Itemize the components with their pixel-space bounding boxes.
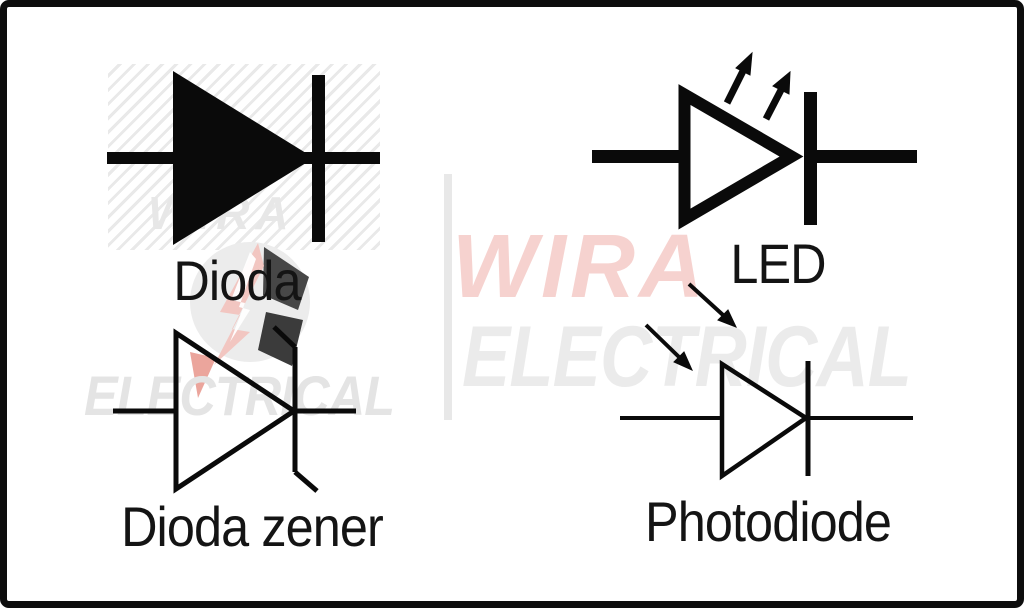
label-dioda: Dioda (173, 249, 301, 312)
photodiode-symbol (620, 282, 913, 481)
label-dioda-zener: Dioda zener (121, 495, 384, 558)
led-anode-triangle (678, 84, 804, 230)
watermark-wira-right: WIRA (452, 217, 708, 317)
diode-anode-triangle (173, 71, 314, 245)
zener-bar-top-bend (272, 325, 297, 349)
light-emission-arrows-icon (723, 51, 791, 121)
label-photodiode: Photodiode (644, 490, 892, 553)
photodiode-anode-triangle (719, 359, 811, 481)
zener-bar-bottom-bend (293, 470, 319, 493)
led-cathode-bar (804, 92, 817, 225)
led-wire-left (592, 150, 688, 163)
light-absorption-arrows-icon (644, 282, 737, 371)
diode-symbol (107, 71, 380, 245)
zener-anode-triangle (173, 328, 299, 494)
watermark-electrical-right: ELECTRICAL (462, 309, 912, 405)
led-symbol (592, 51, 917, 230)
label-led: LED (730, 232, 826, 295)
diode-cathode-bar (312, 75, 325, 242)
led-wire-right (817, 150, 917, 163)
zener-diode-symbol (113, 325, 356, 494)
watermark-divider-line (444, 174, 452, 420)
